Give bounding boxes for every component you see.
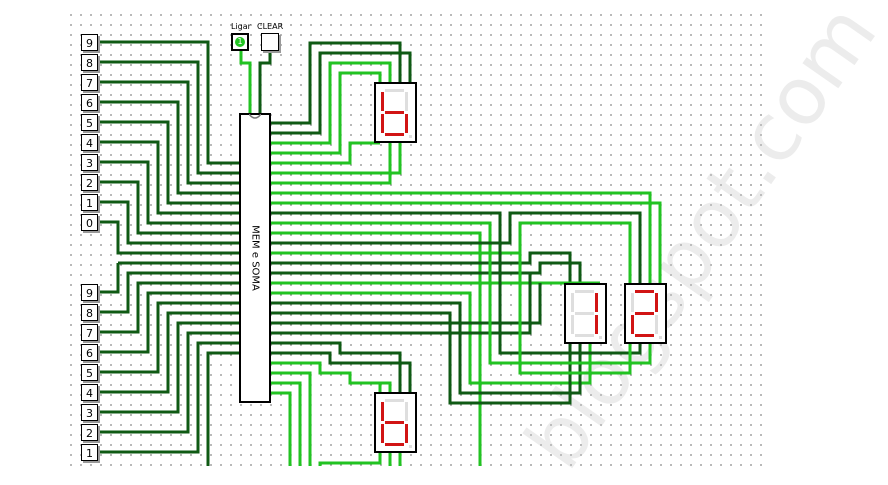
chip-label: MEM e SOMA xyxy=(249,225,261,291)
input-a-pin-6[interactable]: 6 xyxy=(81,94,98,111)
mem-soma-chip[interactable]: MEM e SOMA xyxy=(239,113,271,403)
clear-button-label: CLEAR xyxy=(257,22,284,31)
input-a-pin-2[interactable]: 2 xyxy=(81,174,98,191)
tens-seven-segment-display: 1 xyxy=(564,283,607,344)
input-a-pin-3[interactable]: 3 xyxy=(81,154,98,171)
input-a-pin-4[interactable]: 4 xyxy=(81,134,98,151)
input-b-pin-2[interactable]: 2 xyxy=(81,424,98,441)
input-b-pin-3[interactable]: 3 xyxy=(81,404,98,421)
input-b-pin-6[interactable]: 6 xyxy=(81,344,98,361)
top-display-wires xyxy=(271,41,412,185)
units-seven-segment-display: 2 xyxy=(624,283,667,344)
bottom-display-wires xyxy=(271,341,412,466)
input-a-pin-9[interactable]: 9 xyxy=(81,34,98,51)
input-b-pin-8[interactable]: 8 xyxy=(81,304,98,321)
input-a-pin-7[interactable]: 7 xyxy=(81,74,98,91)
input-a-pin-5[interactable]: 5 xyxy=(81,114,98,131)
input-a-pin-8[interactable]: 8 xyxy=(81,54,98,71)
on-led-icon: 1 xyxy=(235,37,245,47)
chip-notch-icon xyxy=(249,114,261,119)
on-switch[interactable]: 1 xyxy=(231,33,249,51)
wires-layer xyxy=(100,40,662,466)
input-b-pin-9[interactable]: 9 xyxy=(81,284,98,301)
input-b-pin-7[interactable]: 7 xyxy=(81,324,98,341)
input-b-wires xyxy=(100,261,239,466)
input-b-pin-1[interactable]: 1 xyxy=(81,444,98,461)
bottom-seven-segment-display: 6 xyxy=(374,392,417,453)
input-a-pin-0[interactable]: 0 xyxy=(81,214,98,231)
clear-button[interactable] xyxy=(261,33,279,51)
seven-segment-icon xyxy=(381,89,412,138)
tens-display-wires xyxy=(271,223,652,405)
on-switch-label: Ligar xyxy=(231,22,251,31)
input-a-wires xyxy=(100,40,239,255)
input-a-pin-1[interactable]: 1 xyxy=(81,194,98,211)
seven-segment-icon xyxy=(381,399,412,448)
top-seven-segment-display: 6 xyxy=(374,82,417,143)
input-b-pin-5[interactable]: 5 xyxy=(81,364,98,381)
seven-segment-icon xyxy=(631,290,662,339)
seven-segment-icon xyxy=(571,290,602,339)
input-b-pin-4[interactable]: 4 xyxy=(81,384,98,401)
